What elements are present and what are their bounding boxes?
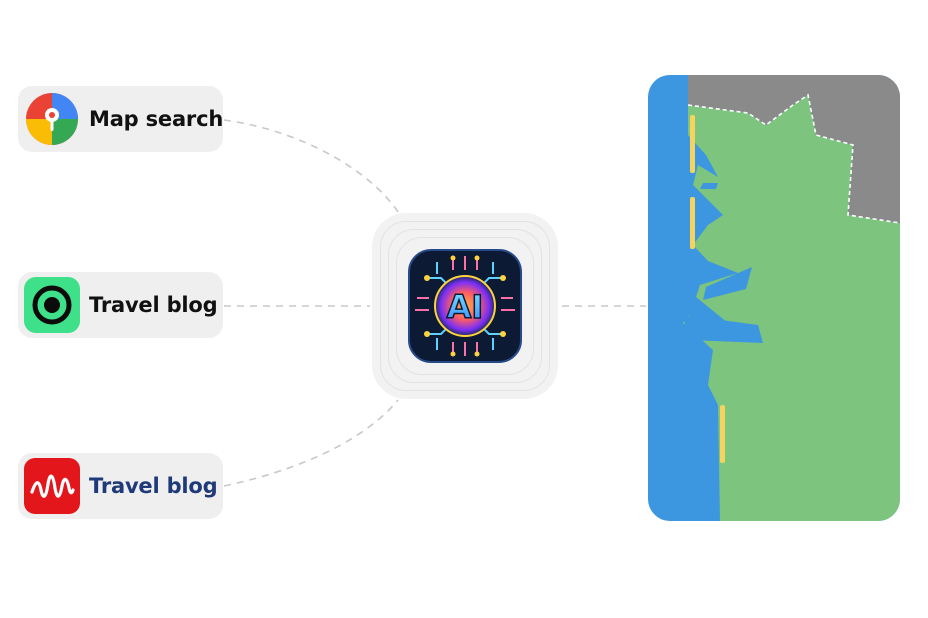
map-highlight	[690, 197, 695, 249]
hub-ring	[388, 229, 542, 383]
source-travel-blog-2[interactable]: Travel blog	[18, 453, 223, 519]
connector-travel-blog-2	[223, 399, 399, 487]
source-label: Map search	[89, 107, 224, 131]
hub-label: AI	[447, 288, 484, 326]
map-land	[683, 95, 900, 521]
hub-ring	[380, 221, 550, 391]
map-restricted-area	[688, 75, 900, 223]
source-map-search[interactable]: Map search	[18, 86, 223, 152]
map-boundary	[687, 93, 900, 224]
connector-map-search	[223, 119, 399, 213]
source-label: Travel blog	[89, 293, 218, 317]
target-icon	[24, 277, 80, 333]
map-icon	[648, 75, 900, 521]
ai-hub[interactable]: AI	[372, 213, 558, 399]
ai-chip-icon: AI	[408, 249, 522, 363]
wave-logo-icon	[24, 458, 80, 514]
map-pin-icon	[26, 93, 78, 145]
map-inlet	[683, 315, 763, 343]
map-inlet	[703, 267, 752, 300]
map-inlet	[700, 183, 718, 189]
map-highlight	[720, 405, 725, 463]
map-highlight	[690, 115, 695, 173]
source-label: Travel blog	[89, 474, 218, 498]
result-map[interactable]	[648, 75, 900, 521]
source-travel-blog-1[interactable]: Travel blog	[18, 272, 223, 338]
hub-ring	[396, 237, 534, 375]
